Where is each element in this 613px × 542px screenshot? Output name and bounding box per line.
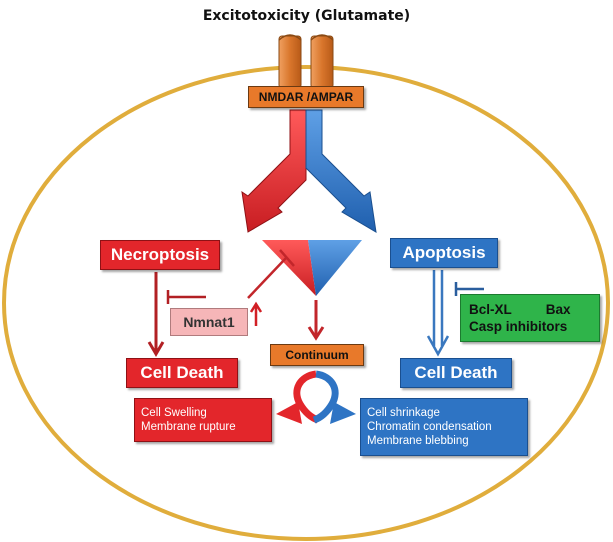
red-funnel-shape — [262, 240, 316, 296]
apoptosis-inhibition-line — [454, 282, 484, 296]
diagram-title: Excitotoxicity (Glutamate) — [202, 8, 411, 24]
swirl-blue-arrow — [312, 370, 339, 424]
necrosis-feature: Membrane rupture — [141, 421, 236, 433]
bcl-box: Bcl-XL Bax Casp inhibitors — [460, 294, 600, 342]
casp-label: Casp inhibitors — [469, 319, 568, 334]
apoptosis-feature: Cell shrinkage — [367, 407, 440, 419]
bcl-row: Bcl-XL Bax — [461, 301, 599, 318]
swirl-red-arrow — [293, 370, 320, 424]
necroptosis-arrow — [147, 272, 165, 357]
necrosis-features-box: Cell Swelling Membrane rupture — [134, 398, 272, 442]
cell-death-left-box: Cell Death — [126, 358, 238, 388]
nmnat1-up-arrow-icon — [249, 301, 263, 326]
swirl-blue-head — [330, 402, 356, 424]
cell-death-right-box: Cell Death — [400, 358, 512, 388]
apoptosis-features-box: Cell shrinkage Chromatin condensation Me… — [360, 398, 528, 456]
bclxl-label: Bcl-XL — [469, 302, 512, 317]
blue-funnel-shape — [308, 240, 362, 296]
nmnat1-inhibition-line — [247, 249, 295, 299]
nmnat1-box: Nmnat1 — [170, 308, 248, 336]
continuum-arrow — [307, 300, 325, 341]
receptor-label: NMDAR /AMPAR — [248, 86, 364, 108]
red-signal-arrow — [241, 109, 307, 233]
necroptosis-box: Necroptosis — [100, 240, 220, 270]
apoptosis-arrow — [426, 270, 450, 357]
swirl-red-head — [276, 402, 302, 424]
apoptosis-feature: Chromatin condensation — [367, 421, 492, 433]
apoptosis-feature: Membrane blebbing — [367, 435, 469, 447]
bax-label: Bax — [545, 302, 571, 317]
necrosis-feature: Cell Swelling — [141, 407, 207, 419]
continuum-box: Continuum — [270, 344, 364, 366]
apoptosis-box: Apoptosis — [390, 238, 498, 268]
receptor-channel-icon — [278, 34, 334, 89]
blue-signal-arrow — [305, 109, 377, 233]
necroptosis-inhibition-line — [166, 290, 206, 304]
cell-membrane — [2, 65, 610, 541]
